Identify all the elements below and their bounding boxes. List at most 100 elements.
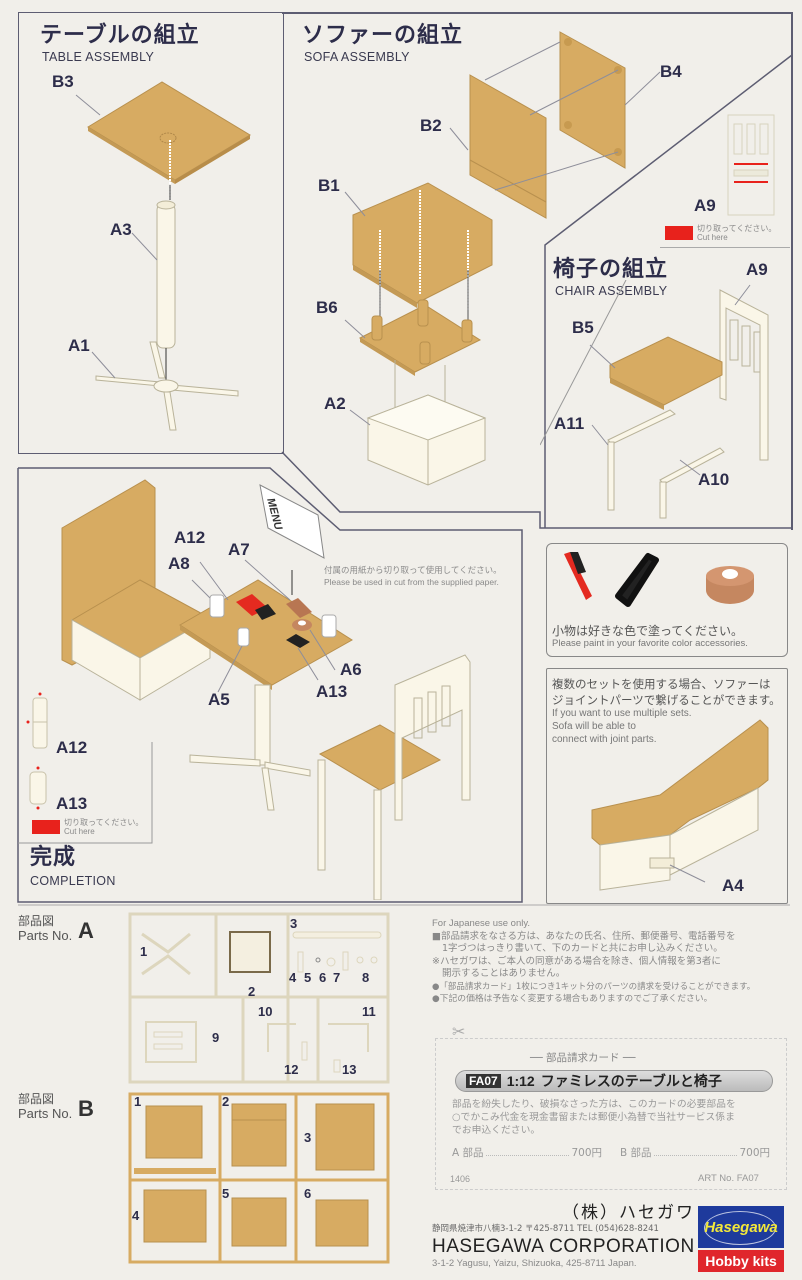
sprue-a-num-11: 11 — [362, 1004, 376, 1019]
menu-note-jp: 付属の用紙から切り取って使用してください。 — [324, 565, 502, 575]
part-label-a4: A4 — [722, 876, 744, 895]
table-assembly-title-en: TABLE ASSEMBLY — [42, 50, 155, 64]
part-label-a11: A11 — [554, 414, 585, 433]
notice-line-4: 開示することはありません。 — [442, 968, 566, 979]
parts-a-sprue — [128, 912, 390, 1084]
sofa-assembly-title-en: SOFA ASSEMBLY — [304, 50, 410, 64]
joint-note-en-1: If you want to use multiple sets. — [552, 708, 692, 719]
part-label-a1: A1 — [68, 336, 90, 355]
part-label-a9: A9 — [746, 260, 768, 279]
part-label-a2: A2 — [324, 394, 346, 413]
part-label-a3: A3 — [110, 220, 132, 239]
sprue-a-num-5: 5 — [304, 970, 312, 985]
company-address-en: 3-1-2 Yagusu, Yaizu, Shizuoka, 425-8711 … — [432, 1258, 637, 1269]
sprue-b-num-4: 4 — [132, 1208, 140, 1223]
completion-title-jp: 完成 — [30, 845, 77, 870]
sprue-a-num-13: 13 — [342, 1062, 357, 1077]
cut-note-en: Cut here — [64, 827, 95, 836]
red-cut-swatch-icon — [32, 820, 60, 834]
notice-line-6: ●下記の価格は予告なく変更する場合もありますのでご了承ください。 — [432, 994, 713, 1004]
part-label-b5: B5 — [572, 318, 594, 337]
hobby-kits-text: Hobby kits — [705, 1253, 777, 1269]
panel-diagonals — [17, 54, 793, 906]
cut-here-legend-completion: 切り取ってください。 Cut here — [32, 818, 143, 836]
menu-note-en: Please be used in cut from the supplied … — [324, 577, 499, 587]
parts-b-sprue — [128, 1092, 390, 1264]
parts-b-letter: B — [78, 1096, 94, 1121]
part-label-a7: A7 — [228, 540, 250, 559]
sprue-a-num-8: 8 — [362, 970, 370, 985]
table-assembly-panel — [18, 12, 284, 454]
cut-note-jp: 切り取ってください。 — [697, 224, 777, 233]
part-label-b3: B3 — [52, 72, 74, 91]
hasegawa-logo: Hasegawa Hobby kits — [698, 1206, 784, 1272]
a-parts-label: A 部品 — [452, 1147, 484, 1159]
order-card-product-bar: FA07 1:12 ファミレスのテーブルと椅子 — [455, 1070, 773, 1092]
accessories-note-en: Please paint in your favorite color acce… — [552, 638, 748, 649]
order-desc-1: 部品を紛失したり、破損なさった方は、このカードの必要部品を — [452, 1099, 736, 1110]
part-label-a5: A5 — [208, 690, 230, 709]
code-number: 1406 — [450, 1174, 471, 1184]
cut-here-legend-a9: 切り取ってください。 Cut here — [665, 224, 776, 242]
cut-note-jp: 切り取ってください。 — [64, 818, 144, 827]
sprue-a-num-12: 12 — [284, 1062, 299, 1077]
part-label-a6: A6 — [340, 660, 362, 679]
b-parts-price: 700円 — [739, 1147, 770, 1159]
sprue-a-num-6: 6 — [319, 970, 327, 985]
chair-assembly-diagram — [540, 280, 769, 519]
notice-line-5: ●「部品請求カード」1枚につき1キット分のパーツの請求を受けることができます。 — [432, 981, 756, 992]
sofa-assembly-panel-border — [282, 12, 792, 14]
accessories-note-jp: 小物は好きな色で塗ってください。 — [552, 624, 744, 638]
joint-note-en-2: Sofa will be able to — [552, 721, 636, 732]
part-label-a12: A12 — [174, 528, 206, 547]
a9-cut-detail — [727, 114, 775, 216]
product-code: FA07 — [466, 1074, 501, 1088]
joint-note-jp-2: ジョイントパーツで繋げることができます。 — [552, 693, 781, 707]
sprue-a-num-9: 9 — [212, 1030, 220, 1045]
company-name-jp: （株）ハセガワ — [562, 1203, 695, 1223]
sprue-a-num-4: 4 — [289, 970, 297, 985]
b-parts-row[interactable]: B 部品 700円 — [620, 1145, 770, 1160]
hasegawa-logo-top: Hasegawa — [698, 1206, 784, 1248]
sofa-assembly-diagram — [344, 31, 661, 486]
chair-assembly-title-en: CHAIR ASSEMBLY — [555, 284, 668, 298]
art-number: ART No. FA07 — [698, 1173, 759, 1184]
part-label-b4: B4 — [660, 62, 682, 81]
part-label-a9-detail: A9 — [694, 196, 716, 215]
sprue-a-num-2: 2 — [248, 984, 256, 999]
right-border — [791, 12, 793, 530]
sprue-b-num-3: 3 — [304, 1130, 312, 1145]
side-part-label-a12: A12 — [56, 738, 88, 757]
part-label-a13: A13 — [316, 682, 348, 701]
company-address-jp: 静岡県焼津市八楠3-1-2 〒425-8711 TEL (054)628-824… — [432, 1224, 659, 1234]
table-assembly-title-jp: テーブルの組立 — [40, 23, 200, 48]
notice-block: For Japanese use only. ■部品請求をなさる方は、あなたの氏… — [432, 918, 755, 1006]
part-label-b2: B2 — [420, 116, 442, 135]
sprue-a-num-3: 3 — [290, 916, 298, 931]
completion-title-en: COMPLETION — [30, 874, 116, 888]
hobby-kits-badge: Hobby kits — [698, 1250, 784, 1272]
parts-a-letter: A — [78, 918, 94, 943]
product-scale: 1:12 — [506, 1073, 535, 1089]
b-parts-label: B 部品 — [620, 1147, 652, 1159]
sprue-b-num-1: 1 — [134, 1094, 142, 1109]
sprue-b-num-5: 5 — [222, 1186, 230, 1201]
order-desc-2: ○でかこみ代金を現金書留または郵便小為替で当社サービス係ま — [452, 1112, 735, 1123]
a-parts-price: 700円 — [571, 1147, 602, 1159]
completion-diagram — [18, 479, 471, 900]
parts-a-label-jp: 部品図 — [18, 914, 55, 928]
hasegawa-logo-ring-icon — [704, 1211, 776, 1245]
part-label-b1: B1 — [318, 176, 340, 195]
red-cut-swatch-icon — [665, 226, 693, 240]
a-parts-row[interactable]: A 部品 700円 — [452, 1145, 602, 1160]
joint-note-jp-1: 複数のセットを使用する場合、ソファーは — [552, 677, 771, 691]
order-desc-3: でお申込ください。 — [452, 1125, 541, 1136]
accessories-box — [546, 543, 788, 657]
part-label-b6: B6 — [316, 298, 338, 317]
joint-note-en-3: connect with joint parts. — [552, 734, 657, 745]
product-name: ファミレスのテーブルと椅子 — [540, 1074, 722, 1090]
joint-illustration — [591, 719, 769, 891]
sprue-b-num-6: 6 — [304, 1186, 312, 1201]
cut-note-en: Cut here — [697, 233, 728, 242]
notice-line-2: 1字づつはっきり書いて、下のカードと共にお申し込みください。 — [442, 943, 723, 954]
